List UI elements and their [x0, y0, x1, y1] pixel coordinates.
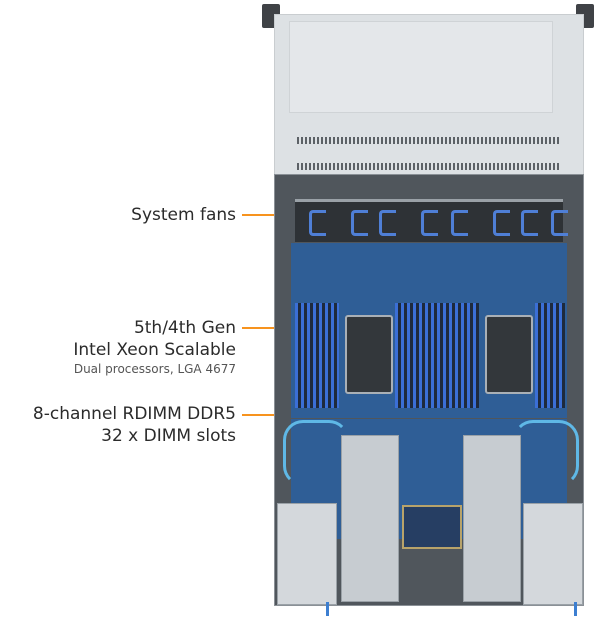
cpu-socket-1 [345, 315, 393, 394]
pull-tab-left [326, 602, 329, 616]
cable [283, 420, 349, 486]
top-cover [274, 14, 584, 176]
chassis-interior [274, 174, 584, 606]
cpu-socket-2 [485, 315, 533, 394]
callout-cpu-line2: Intel Xeon Scalable [73, 340, 236, 360]
fan-icon [451, 210, 468, 236]
fan-bar [295, 199, 568, 242]
callout-memory-line1: 8-channel RDIMM DDR5 [32, 404, 236, 424]
dimm-bank-1 [295, 303, 339, 408]
fan-icon [421, 210, 438, 236]
callout-processor: 5th/4th Gen Intel Xeon Scalable Dual pro… [73, 317, 236, 377]
cover-panel [289, 21, 553, 113]
drive-cage-right [523, 503, 583, 605]
pull-tab-right [574, 602, 577, 616]
vent-row-2 [297, 163, 559, 170]
dimm-bank-3 [535, 303, 565, 408]
fan-icon [379, 210, 396, 236]
dimm-bank-2 [395, 303, 479, 408]
fan-icon [309, 210, 326, 236]
callout-cpu-line1: 5th/4th Gen [133, 318, 236, 338]
riser-left [341, 435, 399, 602]
callout-cpu-sub: Dual processors, LGA 4677 [73, 362, 236, 376]
drive-cage-left [277, 503, 337, 605]
riser-right [463, 435, 521, 602]
motherboard [291, 243, 567, 418]
callout-fans-line1: System fans [131, 205, 236, 225]
fan-icon [551, 210, 568, 236]
callout-system-fans: System fans [131, 204, 236, 226]
callout-memory: 8-channel RDIMM DDR5 32 x DIMM slots [33, 403, 236, 447]
ocp-card [402, 505, 462, 549]
callout-memory-line2: 32 x DIMM slots [101, 426, 236, 446]
vent-row-1 [297, 137, 559, 144]
fan-icon [493, 210, 510, 236]
fan-icon [351, 210, 368, 236]
fan-icon [521, 210, 538, 236]
cable [513, 420, 579, 486]
server-illustration [262, 0, 594, 620]
